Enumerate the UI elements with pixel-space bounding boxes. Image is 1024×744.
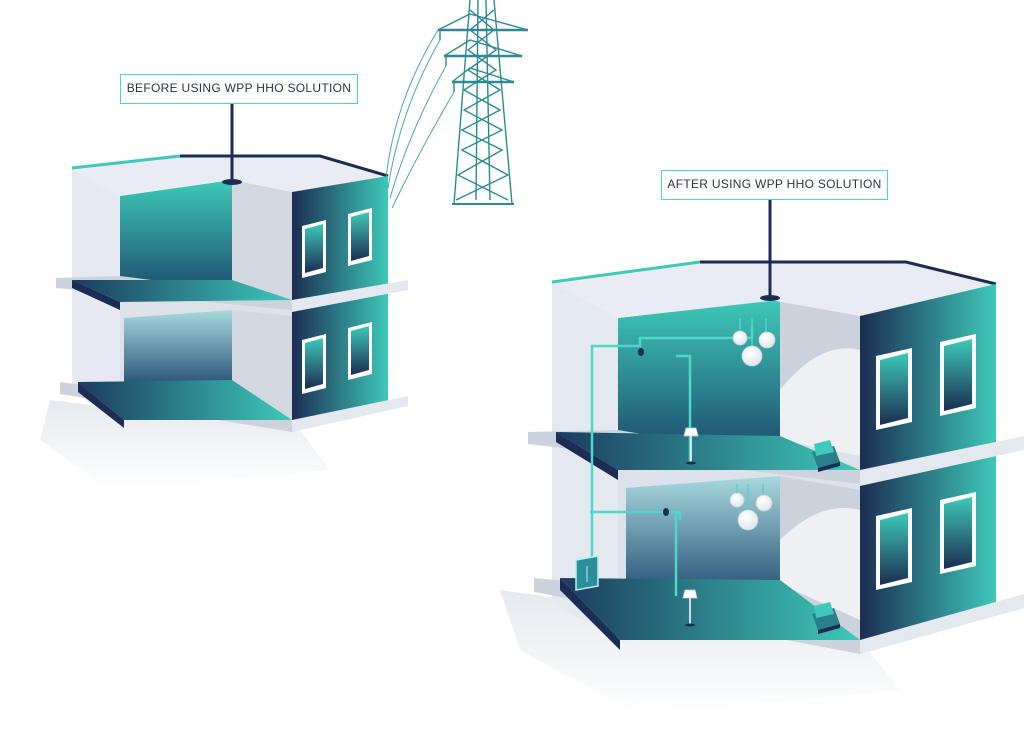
- hho-unit-icon: [575, 555, 599, 591]
- window: [876, 508, 912, 590]
- building-before: [40, 154, 408, 490]
- pendant-lamp-icon: [732, 318, 776, 367]
- pendant-lamp-icon: [729, 484, 773, 531]
- window: [348, 208, 372, 266]
- floor-lamp-icon: [683, 427, 699, 465]
- armchair-icon: [812, 440, 840, 472]
- before-label: BEFORE USING WPP HHO SOLUTION: [120, 74, 358, 104]
- window: [302, 220, 326, 278]
- window: [940, 492, 976, 574]
- building-after: [500, 260, 1024, 715]
- window: [302, 334, 326, 394]
- after-label: AFTER USING WPP HHO SOLUTION: [661, 170, 888, 200]
- window: [876, 348, 912, 430]
- armchair-icon: [812, 602, 840, 634]
- power-tower-icon: [437, 0, 529, 205]
- power-lines: [385, 29, 455, 209]
- window: [940, 334, 976, 416]
- window: [348, 322, 372, 380]
- floor-lamp-icon: [682, 589, 698, 627]
